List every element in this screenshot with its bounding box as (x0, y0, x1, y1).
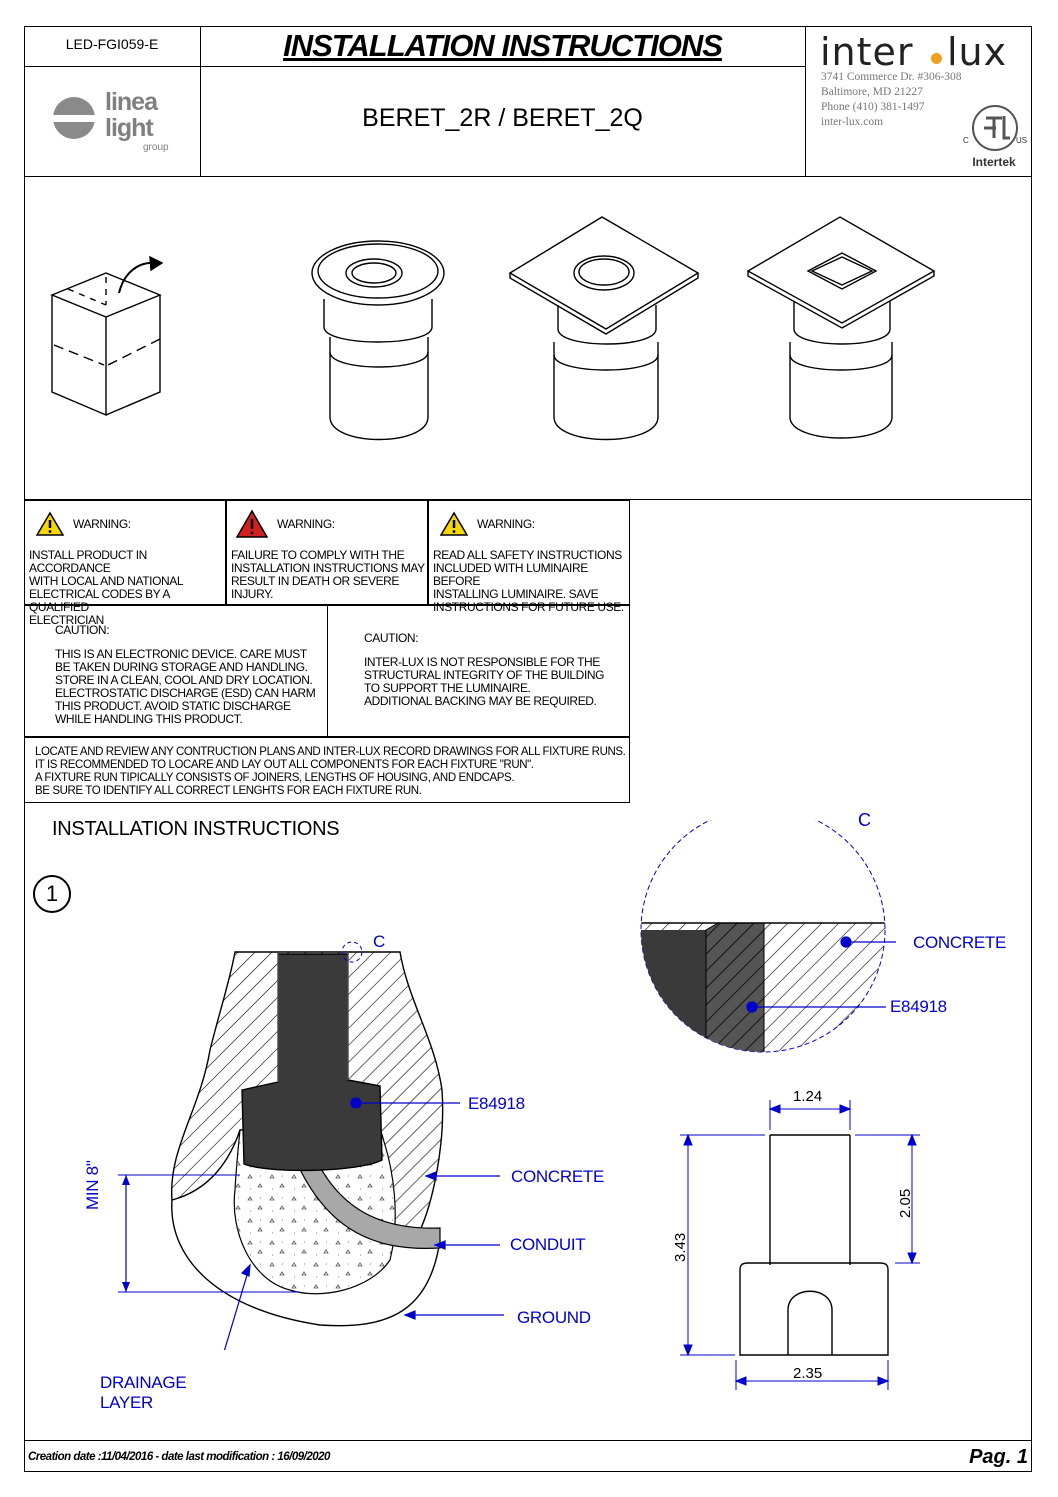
doc-code: LED-FGI059-E (65, 36, 159, 52)
packaging-box-icon (50, 255, 164, 417)
beret-2q-square-round-lens-fixture (508, 216, 700, 441)
warning-icon (35, 511, 65, 536)
caution-text-1: THIS IS AN ELECTRONIC DEVICE. CARE MUST … (55, 647, 316, 726)
interlux-logo-right: lux (947, 30, 1008, 74)
caution-label-2: CAUTION: (364, 631, 419, 645)
callout-conduit: CONDUIT (510, 1235, 586, 1254)
header-divider-v1 (200, 26, 201, 176)
beret-2r-round-fixture (311, 240, 445, 441)
linea-logo-word3: group (143, 142, 169, 153)
danger-warning-icon (235, 509, 269, 538)
detail-c-label: C (858, 810, 871, 830)
warning-label-1: WARNING: (73, 517, 131, 531)
caution-box-2: CAUTION: INTER-LUX IS NOT RESPONSIBLE FO… (327, 605, 630, 737)
warning-text-1: INSTALL PRODUCT IN ACCORDANCE WITH LOCAL… (29, 548, 184, 627)
footer-dates: Creation date :11/04/2016 - date last mo… (28, 1451, 330, 1463)
page-title: INSTALLATION INSTRUCTIONS (283, 28, 723, 63)
step-number-badge: 1 (33, 875, 71, 913)
detail-c-marker-label: C (373, 932, 385, 951)
caution-label-1: CAUTION: (55, 623, 110, 637)
caution-box-1: CAUTION: THIS IS AN ELECTRONIC DEVICE. C… (24, 605, 328, 737)
detail-callout-concrete: CONCRETE (913, 933, 1006, 952)
dim-base-width: 2.35 (793, 1365, 823, 1382)
callout-drainage-line2: LAYER (100, 1393, 153, 1412)
product-name: BERET_2R / BERET_2Q (362, 104, 643, 132)
installation-section-diagram (118, 941, 504, 1350)
beret-2q-square-lens-fixture (746, 216, 936, 439)
product-illustrations (50, 216, 936, 441)
cert-name: Intertek (972, 155, 1016, 169)
website: inter-lux.com (821, 116, 884, 128)
linea-logo-icon (52, 97, 98, 139)
header-divider-middle (200, 66, 805, 67)
header-divider-v2 (805, 26, 806, 176)
dim-top-width: 1.24 (793, 1088, 823, 1105)
linea-logo-word2: light (105, 114, 154, 142)
interlux-address: 3741 Commerce Dr. #306-308 Baltimore, MD… (821, 70, 962, 130)
warning-text-3: READ ALL SAFETY INSTRUCTIONS INCLUDED WI… (433, 548, 624, 614)
warning-text-2: FAILURE TO COMPLY WITH THE INSTALLATION … (231, 548, 425, 601)
etl-certification-mark: C US Intertek (960, 100, 1030, 174)
callout-ground: GROUND (517, 1308, 591, 1327)
warning-box-2: WARNING: FAILURE TO COMPLY WITH THE INST… (226, 500, 428, 605)
address-line-1: 3741 Commerce Dr. #306-308 (821, 71, 962, 83)
detail-c-diagram (640, 820, 896, 1053)
interlux-logo: inter lux (820, 30, 1020, 74)
warning-label-2: WARNING: (277, 517, 335, 531)
header-bottom (24, 176, 1032, 177)
linea-light-logo: linea light group (50, 88, 190, 158)
dim-upper-height: 2.05 (897, 1188, 914, 1218)
detail-c-marker (341, 941, 363, 963)
interlux-logo-dot (931, 53, 942, 64)
housing-e84918-fill (241, 953, 383, 1172)
callout-min-depth: MIN 8" (83, 1160, 102, 1210)
warning-label-3: WARNING: (477, 517, 535, 531)
linea-logo-word1: linea (105, 88, 158, 116)
callout-housing: E84918 (468, 1094, 525, 1113)
warning-box-1: WARNING: INSTALL PRODUCT IN ACCORDANCE W… (24, 500, 226, 627)
etl-mark-icon (972, 105, 1018, 151)
interlux-logo-left: inter (820, 30, 914, 74)
callout-concrete: CONCRETE (511, 1167, 604, 1186)
address-line-2: Baltimore, MD 21227 (821, 86, 923, 98)
header-divider-left (24, 66, 200, 67)
caution-text-2: INTER-LUX IS NOT RESPONSIBLE FOR THE STR… (364, 655, 605, 708)
page-number: Pag. 1 (969, 1446, 1028, 1468)
dim-total-height: 3.43 (672, 1232, 689, 1262)
footer-top (24, 1440, 1032, 1441)
cert-us: US (1016, 136, 1028, 145)
detail-callout-housing: E84918 (890, 997, 947, 1016)
cert-c: C (963, 136, 969, 145)
warning-box-3: WARNING: READ ALL SAFETY INSTRUCTIONS IN… (428, 500, 630, 614)
dimension-drawing (680, 1100, 920, 1390)
notice-text: LOCATE AND REVIEW ANY CONTRUCTION PLANS … (35, 746, 626, 797)
notice-box: LOCATE AND REVIEW ANY CONTRUCTION PLANS … (24, 737, 630, 803)
section-title: INSTALLATION INSTRUCTIONS (52, 818, 340, 840)
ground-outline (171, 1199, 441, 1327)
illustration-bottom (24, 499, 1032, 500)
callout-drainage-line1: DRAINAGE (100, 1373, 187, 1392)
warning-icon (439, 511, 469, 536)
phone-number: Phone (410) 381-1497 (821, 101, 925, 113)
